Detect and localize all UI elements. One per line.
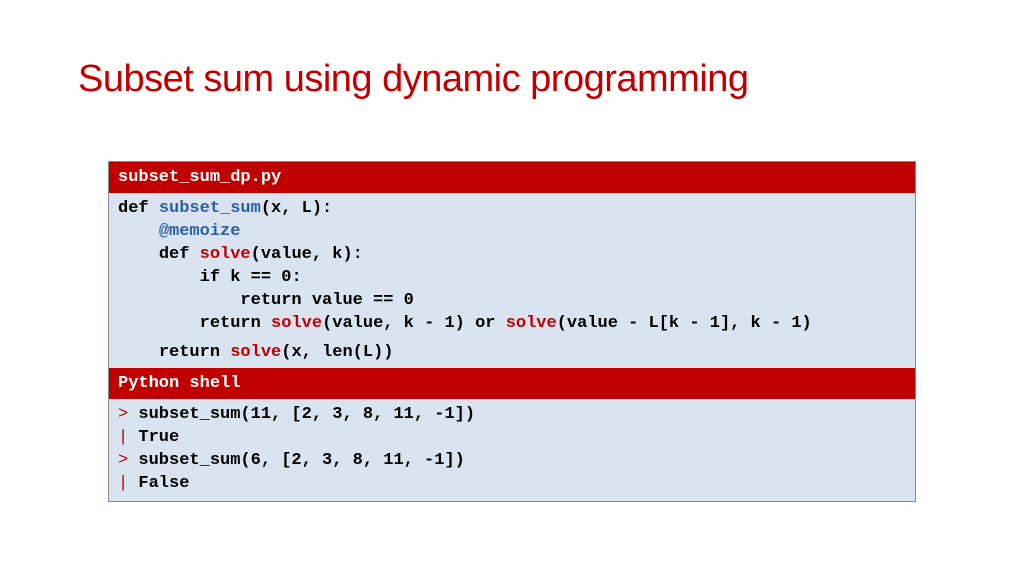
code-panel: subset_sum_dp.py def subset_sum(x, L): @… [108,161,916,502]
code-line: def solve(value, k): [158,245,363,264]
shell-line: > subset_sum(11, [2, 3, 8, 11, -1]) [118,405,476,424]
shell-line: | False [118,474,190,493]
code-line: return solve(value, k - 1) or solve(valu… [199,314,812,333]
prompt-marker: > [118,405,129,424]
code-line: return value == 0 [240,291,414,310]
prompt-marker: | [118,428,129,447]
shell-panel-title: Python shell [109,368,915,399]
code-panel-filename: subset_sum_dp.py [109,162,915,193]
code-block: def subset_sum(x, L): @memoize def solve… [109,193,915,368]
page-title: Subset sum using dynamic programming [78,58,749,100]
prompt-marker: > [118,451,129,470]
prompt-marker: | [118,474,129,493]
code-line: def subset_sum(x, L): [118,199,333,218]
code-line: if k == 0: [199,268,302,287]
shell-output: > subset_sum(11, [2, 3, 8, 11, -1]) | Tr… [109,399,915,501]
shell-line: > subset_sum(6, [2, 3, 8, 11, -1]) [118,451,465,470]
code-line: @memoize [158,222,241,241]
shell-line: | True [118,428,180,447]
code-line: return solve(x, len(L)) [158,343,394,362]
